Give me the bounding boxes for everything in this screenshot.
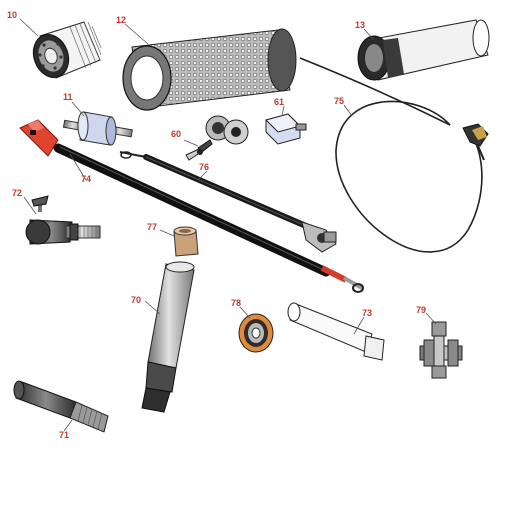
part-label-76: 76	[199, 162, 210, 172]
relay-switch-icon	[265, 113, 307, 145]
bushing-icon	[173, 226, 199, 257]
part-label-71: 71	[59, 430, 70, 440]
part-label-11: 11	[63, 92, 73, 102]
part-label-72: 72	[12, 188, 23, 198]
u-joint-icon	[419, 321, 463, 379]
part-label-77: 77	[147, 222, 158, 232]
battery-cable-icon	[19, 119, 364, 293]
part-label-13: 13	[355, 20, 366, 30]
oil-filter-icon	[32, 21, 102, 79]
part-label-73: 73	[362, 308, 373, 318]
part-label-10: 10	[7, 10, 18, 20]
part-label-75: 75	[334, 96, 345, 106]
inner-air-filter-icon	[357, 19, 490, 81]
fuel-filter-icon	[62, 111, 133, 146]
air-filter-element-icon	[122, 28, 297, 111]
callout-leaders	[19, 18, 437, 432]
bearing-icon	[238, 313, 274, 353]
part-label-60: 60	[171, 129, 182, 139]
part-label-74: 74	[81, 174, 92, 184]
ground-cable-icon	[119, 151, 337, 253]
part-label-78: 78	[231, 298, 242, 308]
part-label-79: 79	[416, 305, 427, 315]
ignition-switch-key-icon	[185, 115, 249, 161]
stud-shaft-icon	[13, 380, 109, 433]
tie-rod-end-icon	[25, 195, 101, 245]
part-label-70: 70	[131, 295, 142, 305]
pin-icon	[287, 302, 385, 361]
part-label-12: 12	[116, 15, 127, 25]
spindle-icon	[141, 261, 195, 413]
throttle-cable-icon	[299, 57, 489, 253]
part-label-61: 61	[274, 97, 285, 107]
